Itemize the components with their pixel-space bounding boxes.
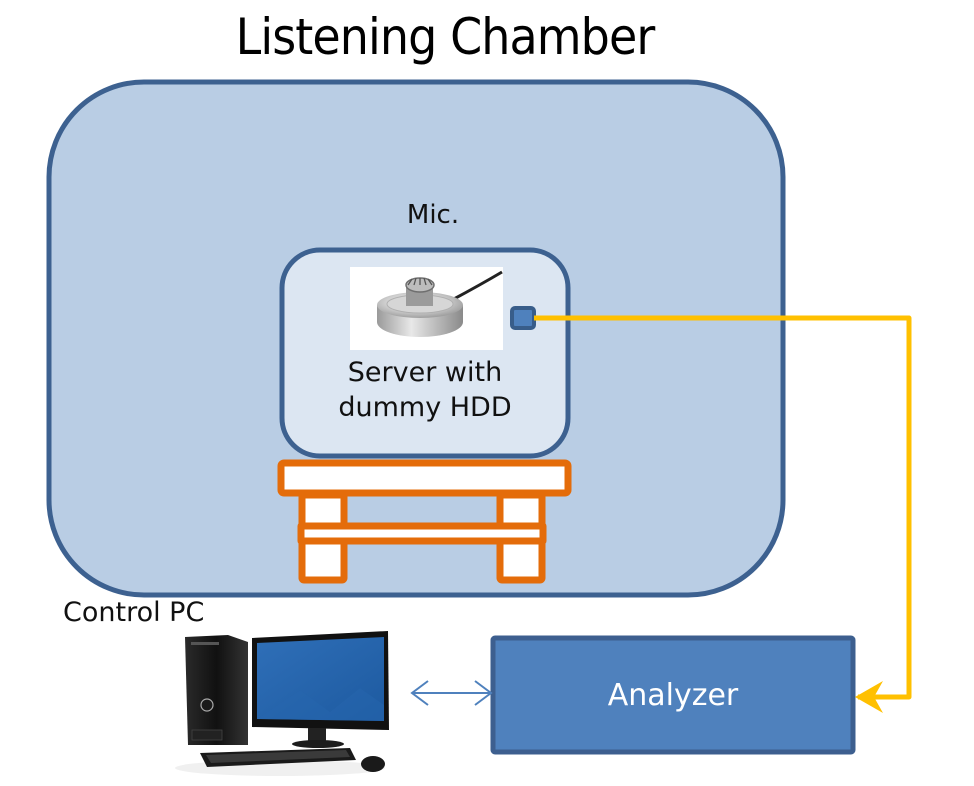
microphone-icon (350, 267, 503, 350)
pc-analyzer-link-arrow-icon (410, 680, 493, 706)
server-label-line2: dummy HDD (338, 392, 512, 423)
mic-label: Mic. (406, 200, 460, 230)
analyzer-label: Analyzer (607, 677, 739, 713)
analyzer-box (490, 635, 856, 755)
server-label: Server with dummy HDD (290, 355, 560, 425)
mic-connector (510, 306, 536, 330)
desktop-computer-icon (175, 631, 389, 776)
diagram-title: Listening Chamber (235, 8, 656, 66)
cable-arrowhead-icon (855, 681, 883, 713)
mic-to-analyzer-cable (534, 315, 912, 700)
server-label-line1: Server with (347, 357, 503, 388)
control-pc-label: Control PC (63, 597, 205, 628)
server-stand (277, 459, 572, 584)
